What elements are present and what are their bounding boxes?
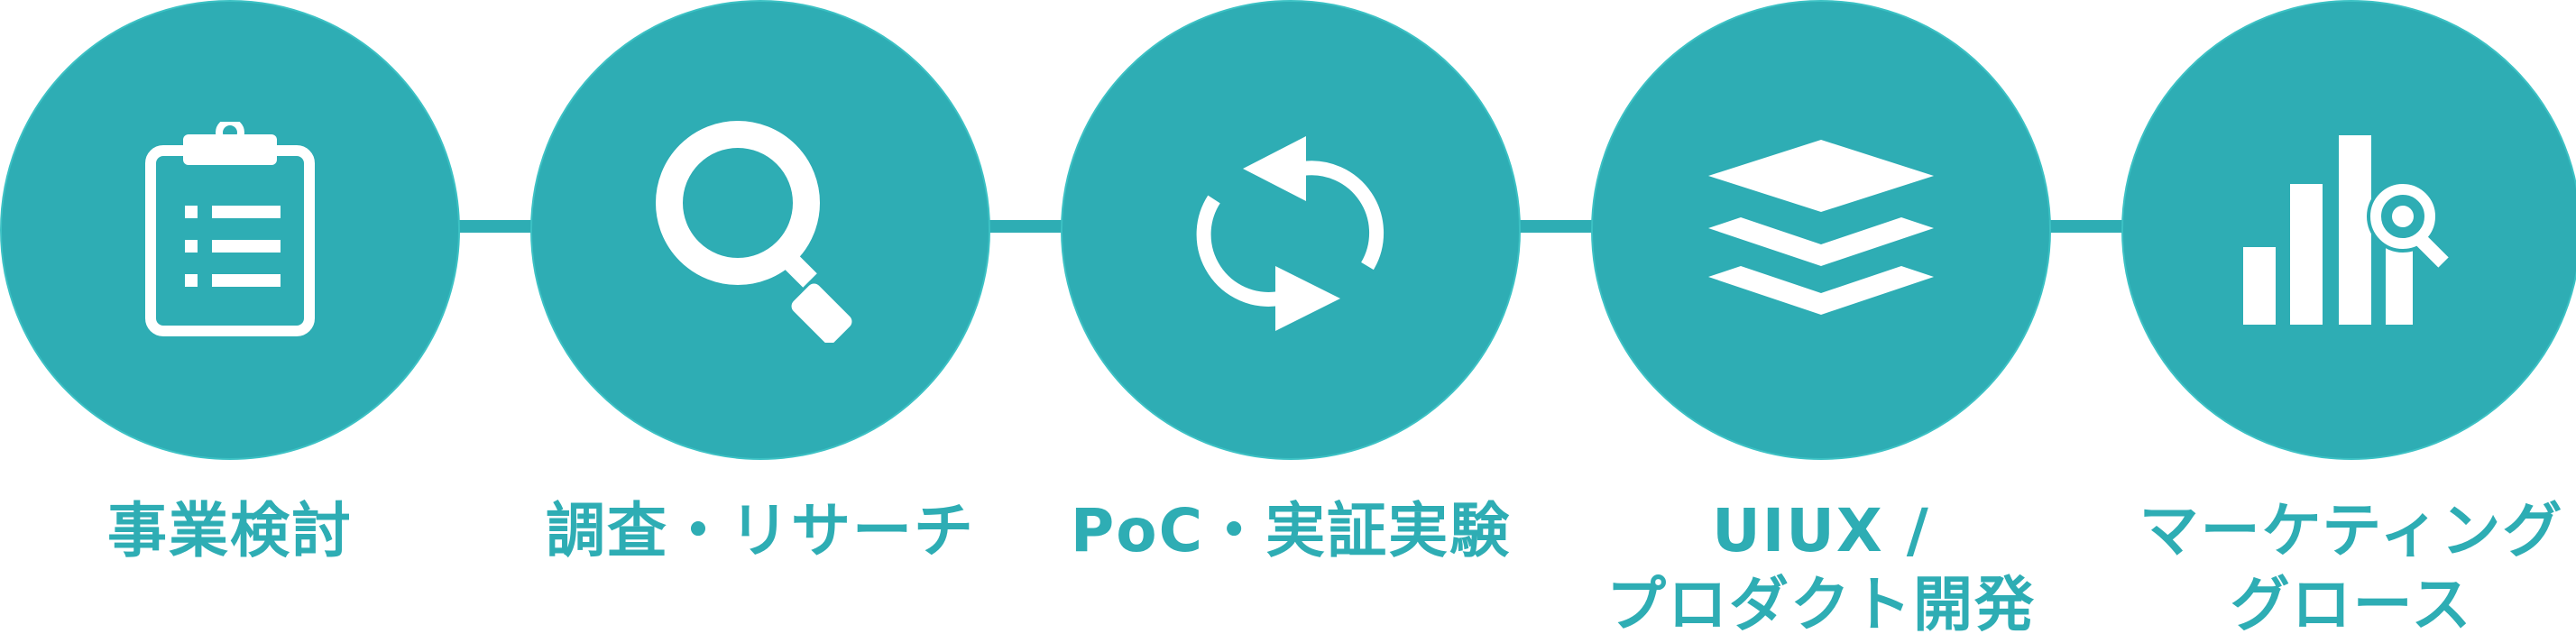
step-label-line: プロダクト開発 — [1606, 570, 2036, 639]
step-label-line: グロース — [2230, 570, 2473, 639]
step-label: PoC・実証実験 — [1061, 494, 1521, 568]
bar-chart-search-icon — [2243, 135, 2449, 325]
clipboard-list-icon — [145, 122, 315, 336]
step-uiux-product: UIUX / プロダクト開発 — [1591, 0, 2051, 643]
step-circle — [1591, 0, 2051, 460]
step-label-line: マーケティング — [2139, 496, 2564, 565]
step-label-line: 事業検討 — [107, 496, 353, 565]
step-marketing-growth: マーケティング グロース — [2121, 0, 2576, 643]
step-label-line: 調査・リサーチ — [546, 496, 975, 565]
step-circle — [530, 0, 990, 460]
step-circle — [2121, 0, 2576, 460]
refresh-cycle-icon — [1196, 136, 1384, 331]
step-circle — [1061, 0, 1521, 460]
step-label: UIUX / プロダクト開発 — [1591, 494, 2051, 642]
step-business-review: 事業検討 — [0, 0, 460, 643]
step-poc: PoC・実証実験 — [1061, 0, 1521, 643]
step-label-line: PoC・実証実験 — [1070, 496, 1512, 565]
magnifier-icon — [656, 121, 852, 343]
step-label-line: UIUX / — [1712, 496, 1930, 565]
connector-line — [451, 220, 536, 233]
step-circle — [0, 0, 460, 460]
step-label: 調査・リサーチ — [530, 494, 990, 568]
connector-line — [1512, 220, 1596, 233]
connector-line — [981, 220, 1066, 233]
connector-line — [2042, 220, 2127, 233]
step-research: 調査・リサーチ — [530, 0, 990, 643]
step-label: マーケティング グロース — [2121, 494, 2576, 642]
layers-icon — [1708, 140, 1934, 315]
step-label: 事業検討 — [0, 494, 460, 568]
